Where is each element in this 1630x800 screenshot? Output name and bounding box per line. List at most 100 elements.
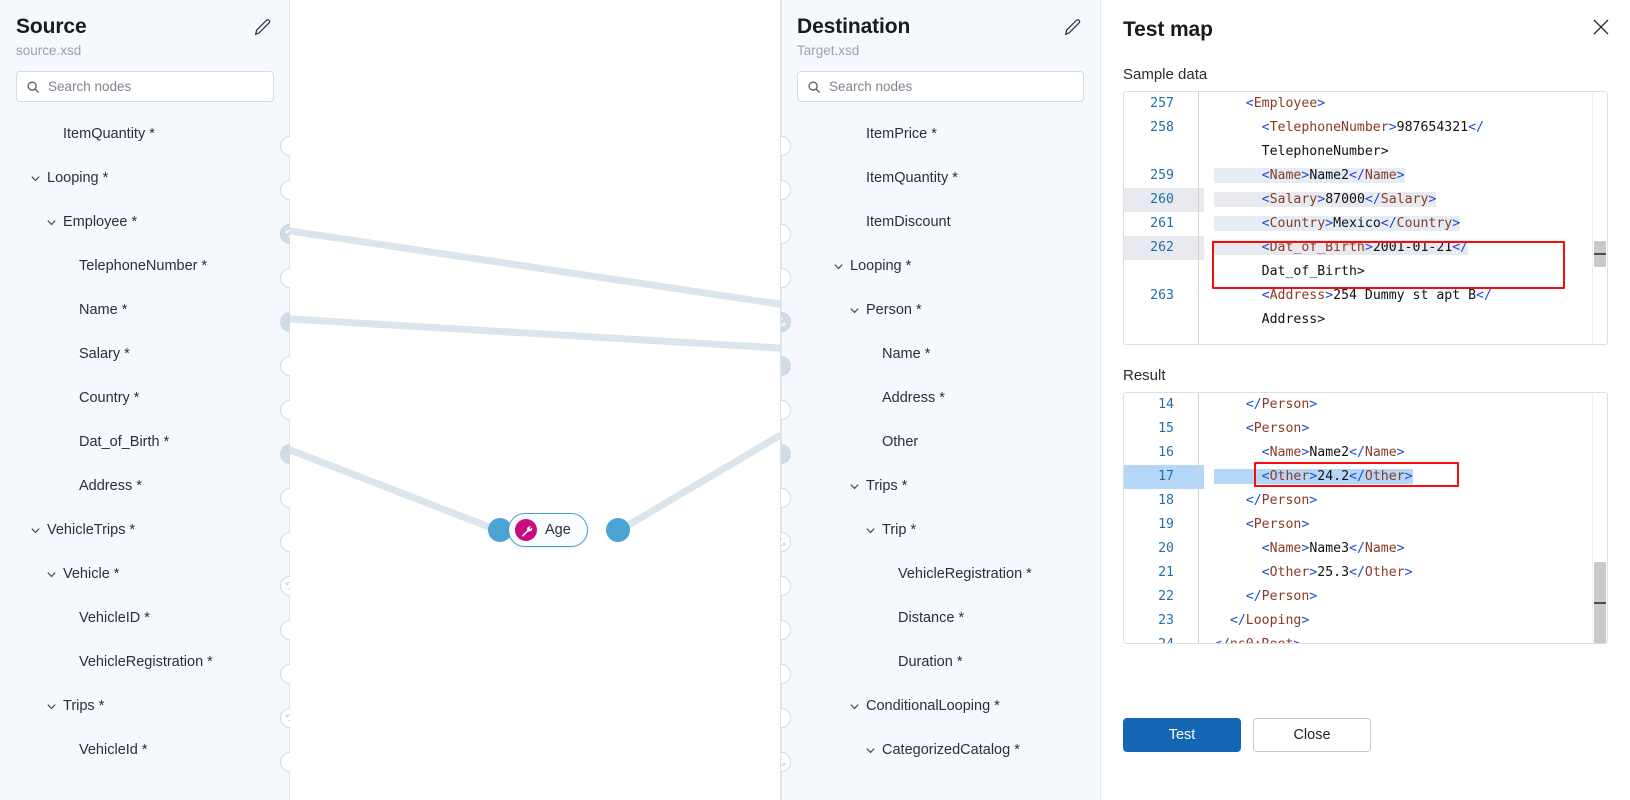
chevron-down-icon[interactable]	[847, 479, 862, 494]
destination-tree-item[interactable]: Address *	[781, 376, 1100, 420]
code-text: <Person>	[1245, 517, 1310, 532]
source-tree-item-label: Vehicle *	[63, 566, 120, 582]
sample-data-code-box[interactable]: 257 <Employee>258 <TelephoneNumber>98765…	[1123, 91, 1608, 345]
code-text: <Employee>	[1245, 96, 1326, 111]
source-tree-item[interactable]: VehicleRegistration *	[0, 640, 290, 684]
code-text: <Country>Mexico</Country>	[1204, 212, 1607, 236]
source-tree-item[interactable]: VehicleTrips *	[0, 508, 290, 552]
age-node-output-port[interactable]	[606, 518, 630, 542]
fold-gutter[interactable]	[1186, 260, 1204, 284]
source-tree-item[interactable]: Name *	[0, 288, 290, 332]
destination-tree-item[interactable]: Distance *	[781, 596, 1100, 640]
source-tree-item[interactable]: Salary *	[0, 332, 290, 376]
test-button[interactable]: Test	[1123, 718, 1241, 752]
destination-tree-item[interactable]: Trips *	[781, 464, 1100, 508]
chevron-down-icon[interactable]	[28, 523, 43, 538]
code-text: <Name>Name3</Name>	[1261, 541, 1405, 556]
fold-gutter[interactable]	[1186, 116, 1204, 140]
source-tree-item[interactable]: Employee *	[0, 200, 290, 244]
destination-tree-item[interactable]: ConditionalLooping *	[781, 684, 1100, 728]
loop-icon	[781, 316, 787, 328]
fold-gutter[interactable]	[1186, 513, 1204, 537]
source-search-box[interactable]	[16, 71, 274, 102]
destination-search-input[interactable]	[829, 79, 1074, 94]
destination-tree-item[interactable]: VehicleRegistration *	[781, 552, 1100, 596]
source-search-input[interactable]	[48, 79, 264, 94]
result-scroll-thumb[interactable]	[1594, 562, 1606, 643]
fold-gutter[interactable]	[1186, 164, 1204, 188]
fold-gutter[interactable]	[1186, 284, 1204, 308]
fold-gutter[interactable]	[1186, 489, 1204, 513]
result-scrollbar[interactable]	[1592, 394, 1606, 643]
mapping-canvas[interactable]: Age	[290, 0, 780, 800]
code-text: <Other>25.3</Other>	[1261, 565, 1413, 580]
chevron-down-icon[interactable]	[863, 523, 878, 538]
source-tree-item[interactable]: Vehicle *	[0, 552, 290, 596]
connection-edges	[290, 227, 780, 534]
sample-data-scroll-thumb[interactable]	[1594, 241, 1606, 267]
destination-tree-item[interactable]: Trip *	[781, 508, 1100, 552]
chevron-down-icon[interactable]	[863, 743, 878, 758]
source-tree-item[interactable]: VehicleID *	[0, 596, 290, 640]
fold-gutter[interactable]	[1186, 585, 1204, 609]
chevron-down-icon[interactable]	[847, 699, 862, 714]
source-edit-pencil-icon[interactable]	[252, 16, 274, 38]
line-number	[1124, 308, 1186, 332]
fold-gutter[interactable]	[1186, 308, 1204, 332]
fold-gutter[interactable]	[1186, 236, 1204, 260]
fold-gutter[interactable]	[1186, 393, 1204, 417]
close-icon[interactable]	[1588, 14, 1614, 40]
test-map-actions: Test Close	[1123, 718, 1371, 752]
destination-tree-item[interactable]: Name *	[781, 332, 1100, 376]
close-button[interactable]: Close	[1253, 718, 1371, 752]
destination-edit-pencil-icon[interactable]	[1062, 16, 1084, 38]
fold-gutter[interactable]	[1186, 633, 1204, 643]
fold-gutter[interactable]	[1186, 417, 1204, 441]
destination-tree-item[interactable]: ItemPrice *	[781, 112, 1100, 156]
source-filename: source.xsd	[16, 43, 82, 58]
chevron-down-icon[interactable]	[44, 215, 59, 230]
destination-tree-item[interactable]: Person *	[781, 288, 1100, 332]
result-code-box[interactable]: 14 </Person>15 <Person>16 <Name>Name2</N…	[1123, 392, 1608, 644]
destination-tree-item[interactable]: ItemQuantity *	[781, 156, 1100, 200]
destination-search-box[interactable]	[797, 71, 1084, 102]
destination-tree-item[interactable]: Other	[781, 420, 1100, 464]
source-tree-item[interactable]: TelephoneNumber *	[0, 244, 290, 288]
code-text: </Person>	[1245, 397, 1318, 412]
destination-tree-item[interactable]: Duration *	[781, 640, 1100, 684]
chevron-down-icon[interactable]	[28, 171, 43, 186]
fold-gutter[interactable]	[1186, 465, 1204, 489]
fold-gutter[interactable]	[1186, 441, 1204, 465]
indent-guide	[1198, 92, 1199, 344]
fold-gutter[interactable]	[1186, 188, 1204, 212]
code-text: <Name>Name2</Name>	[1204, 164, 1607, 188]
chevron-down-icon[interactable]	[847, 303, 862, 318]
fold-gutter[interactable]	[1186, 561, 1204, 585]
destination-tree-item[interactable]: CategorizedCatalog *	[781, 728, 1100, 772]
destination-tree-item[interactable]: Looping *	[781, 244, 1100, 288]
source-tree-item[interactable]: Trips *	[0, 684, 290, 728]
loop-icon	[284, 712, 290, 724]
function-node-age[interactable]: Age	[508, 513, 588, 547]
chevron-down-icon[interactable]	[831, 259, 846, 274]
destination-tree-item-label: Trip *	[882, 522, 917, 538]
source-tree-item[interactable]: Looping *	[0, 156, 290, 200]
chevron-down-icon[interactable]	[44, 699, 59, 714]
source-tree-item[interactable]: Address *	[0, 464, 290, 508]
fold-gutter[interactable]	[1186, 609, 1204, 633]
line-number: 18	[1158, 493, 1174, 508]
line-number: 23	[1158, 613, 1174, 628]
source-tree-item[interactable]: VehicleId *	[0, 728, 290, 772]
fold-gutter[interactable]	[1186, 92, 1204, 116]
chevron-down-icon[interactable]	[44, 567, 59, 582]
fold-gutter[interactable]	[1186, 140, 1204, 164]
source-tree-item[interactable]: Dat_of_Birth *	[0, 420, 290, 464]
sample-data-scrollbar[interactable]	[1592, 93, 1606, 343]
code-text: </Person>	[1245, 589, 1318, 604]
fold-gutter[interactable]	[1186, 537, 1204, 561]
source-tree-item[interactable]: Country *	[0, 376, 290, 420]
destination-tree-item[interactable]: ItemDiscount	[781, 200, 1100, 244]
fold-gutter[interactable]	[1186, 212, 1204, 236]
source-tree-item[interactable]: ItemQuantity *	[0, 112, 290, 156]
